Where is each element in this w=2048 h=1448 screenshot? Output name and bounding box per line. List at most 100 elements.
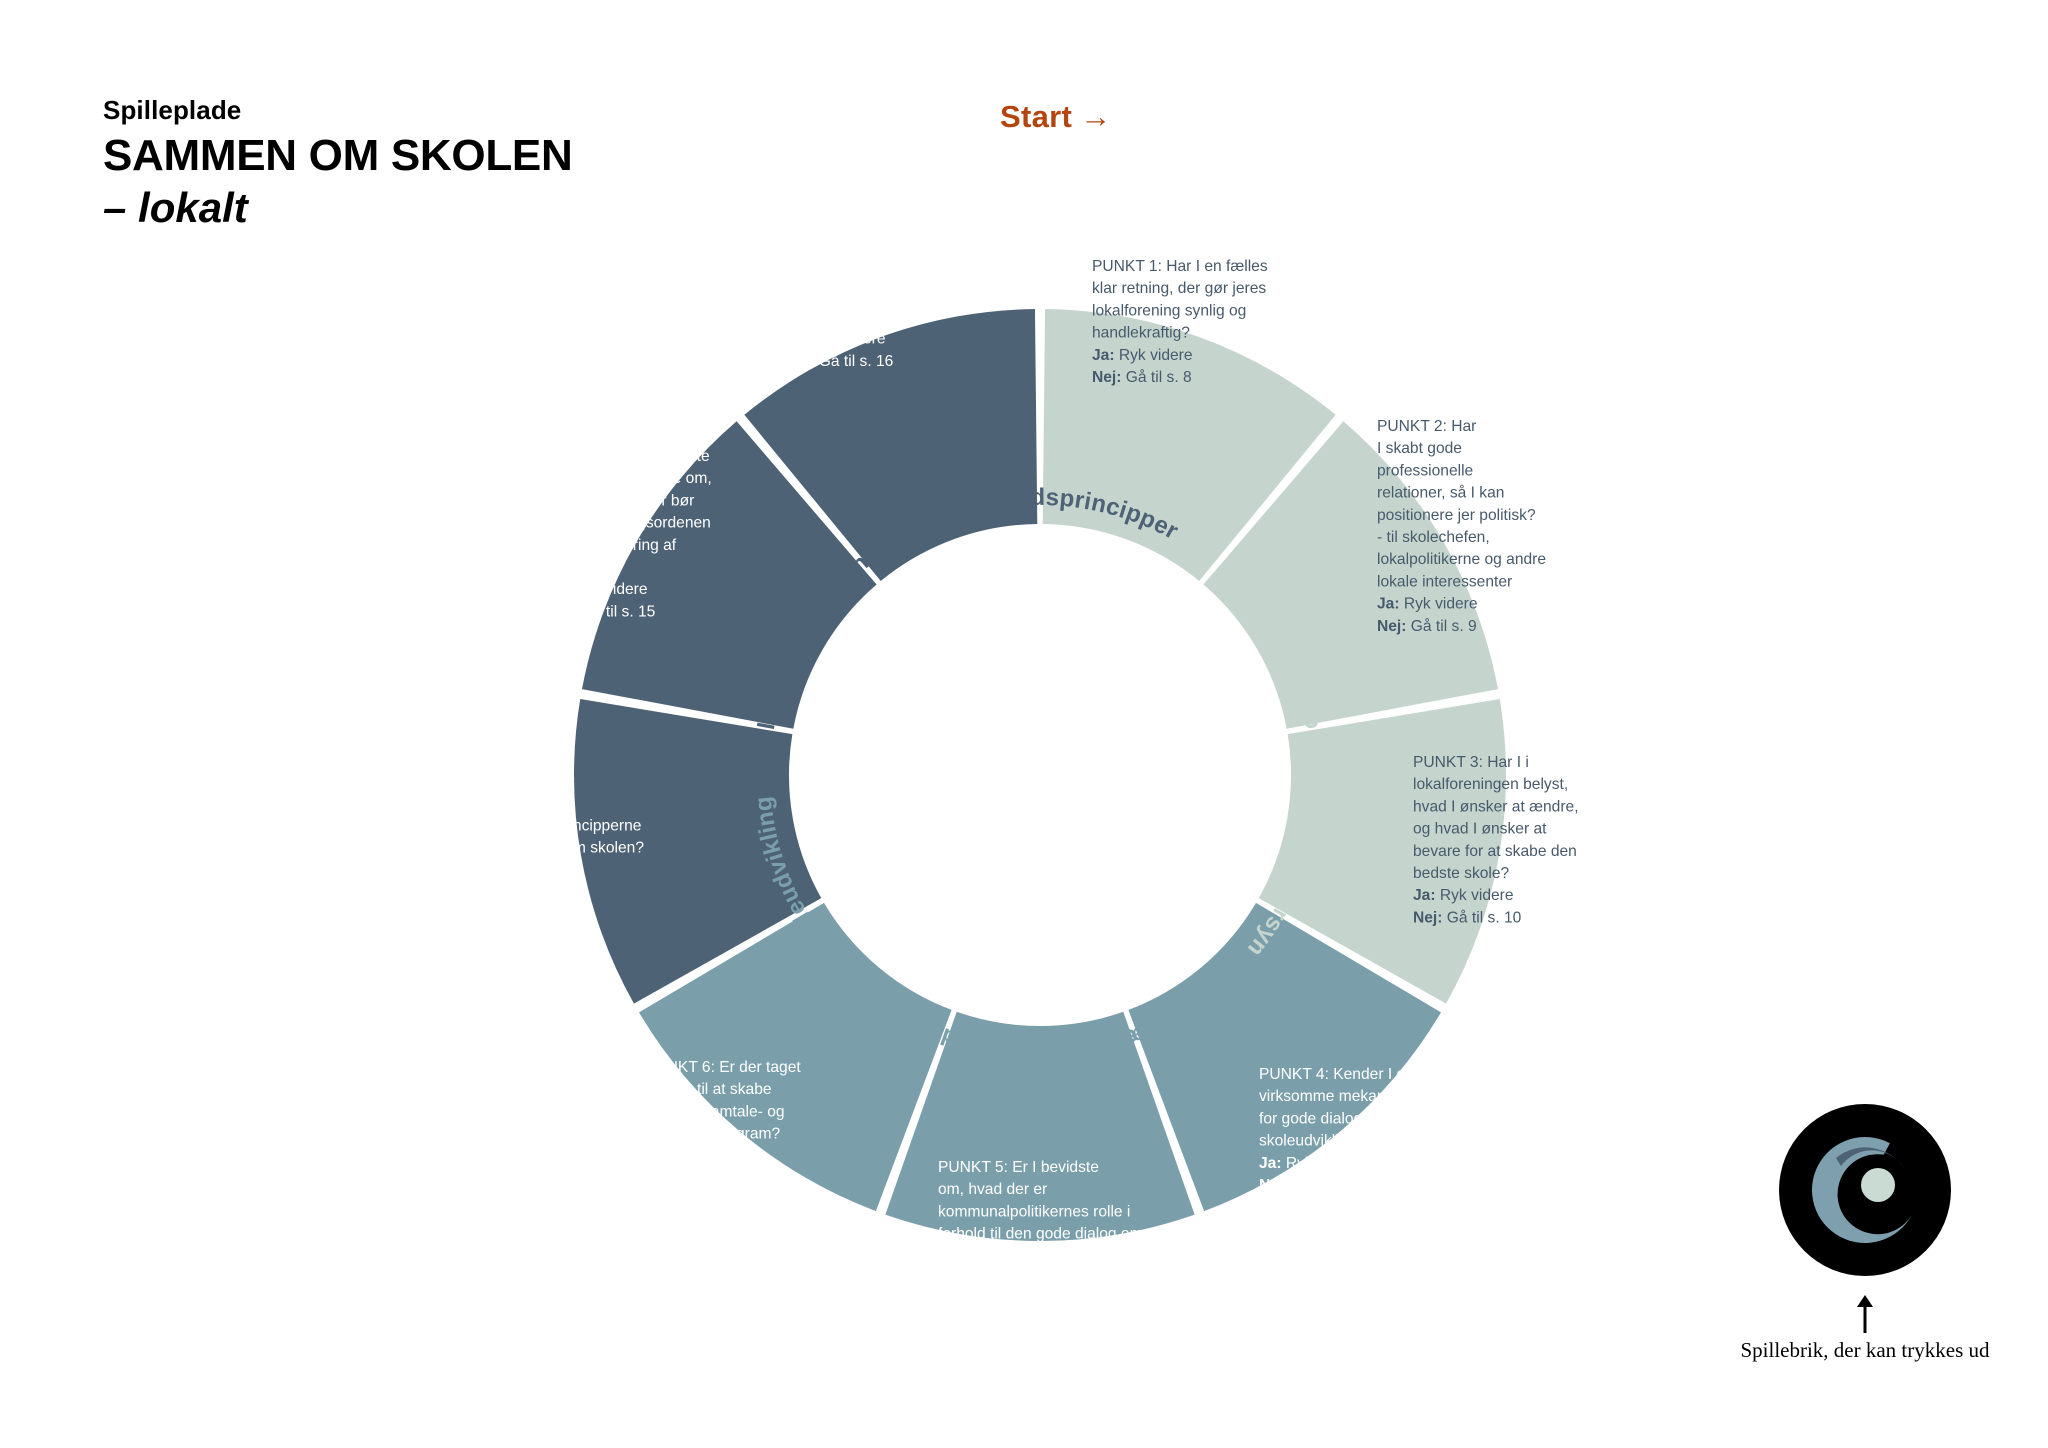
segment-text-punkt-8: PUNKT 8: Er I afstemte med medlemmerne om…: [547, 448, 712, 620]
wheel-segment-punkt-6[interactable]: [638, 902, 952, 1212]
wheel-segment-punkt-3[interactable]: [1258, 699, 1506, 1004]
segment-text-punkt-9: PUNKT 9: Har I sikret en god løbende dial…: [785, 264, 964, 370]
arrow-up-icon: [1857, 1295, 1873, 1333]
segment-yes-label: Ja:: [1413, 887, 1440, 904]
segment-question-line: relationer, så I kan: [1377, 484, 1504, 502]
segment-question-line: PUNKT 4: Kender I de seks: [1259, 1066, 1450, 1083]
wheel-segment-punkt-7[interactable]: [574, 699, 822, 1004]
segment-yes-label: Ja:: [475, 862, 502, 879]
segment-no-label: Nej:: [645, 1170, 679, 1187]
segment-yes-label: Ja:: [645, 1148, 672, 1165]
wheel-segment-punkt-9[interactable]: [744, 309, 1038, 581]
segment-question-line: - til skolechefen,: [1377, 529, 1490, 546]
segment-no-label: Nej:: [547, 603, 581, 620]
segment-no-label: Nej:: [1259, 1177, 1293, 1194]
segment-question-line: med medlemmerne om,: [547, 470, 712, 487]
segment-text-punkt-2: PUNKT 2: Har I skabt gode professionelle re…: [1377, 418, 1546, 635]
start-label-text: Start: [1000, 99, 1073, 134]
segment-question-line: skoleudvikling?: [938, 1248, 1044, 1265]
segment-text-punkt-4: PUNKT 4: Kender I de seks virksomme mekan…: [1259, 1066, 1450, 1194]
wheel-group-label-text: Giv lokalforeningen et eftersyn: [1242, 604, 1331, 962]
segment-question-line: sættes på dagsordenen: [547, 514, 711, 532]
segment-question-line: kommunalpolitikernes rolle i: [938, 1203, 1130, 1220]
segment-question-line: samarbejdsprincipperne: [475, 817, 641, 834]
segment-question-line: lokalforeningen belyst,: [1413, 776, 1568, 793]
segment-question-line: professionelle: [1377, 462, 1473, 479]
segment-yes-text: Ryk videre: [965, 1270, 1039, 1287]
segment-question-line: PUNKT 9: Har I sikret en: [785, 264, 956, 281]
wheel-group-label-teal: Vær forberedt på dialogen om skoleudvikl…: [750, 795, 1166, 1066]
segment-yes-text: Ryk videre: [502, 862, 576, 879]
wheel-group-label-text: Hold fast i intentioner og samarbejdspri…: [749, 484, 1182, 763]
segment-question-line: samt prioritering af: [547, 537, 677, 554]
segment-question-line: og hvad I ønsker at: [1413, 821, 1547, 838]
segment-question-line: positionere jer politisk?: [1377, 507, 1536, 524]
segment-question-line: bevare for at skabe den: [1413, 843, 1577, 860]
segment-question-line: fra Sammen om skolen?: [475, 840, 644, 857]
wheel-segments-layer: [574, 309, 1506, 1241]
page-subtitle: – lokalt: [103, 183, 248, 231]
segment-question-line: klar retning, der gør jeres: [1092, 280, 1266, 297]
segment-question-line: hvilke temaer der bør: [547, 492, 694, 509]
wheel-segment-punkt-1[interactable]: [1042, 309, 1336, 581]
wheel-group-label-navy: Hold fast i intentioner og samarbejdspri…: [749, 484, 1182, 763]
gamepiece-caption: Spillebrik, der kan trykkes ud: [1740, 1338, 1990, 1362]
segment-question-line: lokalpolitikerne og andre: [1377, 551, 1546, 568]
segment-question-line: for gode dialoger om: [1259, 1110, 1402, 1127]
wheel-segment-punkt-5[interactable]: [885, 1011, 1195, 1241]
segment-no-text: Gå til s. 9: [1411, 617, 1477, 635]
segment-question-line: I kendskab til: [475, 795, 566, 812]
segment-question-line: PUNKT 8: Er I afstemte: [547, 448, 710, 465]
segment-no-text: Gå til s. 14: [509, 883, 584, 901]
wheel-group-label-sage: Giv lokalforeningen et eftersyn: [1242, 604, 1331, 962]
segment-question-line: udviklingsprogram?: [645, 1126, 781, 1143]
segment-yes-text: Ryk videre: [1286, 1155, 1360, 1172]
segment-question-line: PUNKT 2: Har: [1377, 418, 1476, 435]
segment-no-label: Nej:: [475, 884, 509, 901]
wheel-segment-text-layer: PUNKT 1: Har I en fælles klar retning, de…: [475, 258, 1579, 1309]
segment-question-line: PUNKT 6: Er der taget: [645, 1059, 801, 1076]
wheel-segment-punkt-2[interactable]: [1203, 421, 1499, 729]
segment-yes-label: Ja:: [785, 331, 812, 348]
segment-question-line: lokale interessenter: [1377, 573, 1512, 590]
segment-question-line: hvad I ønsker at ændre,: [1413, 798, 1579, 815]
segment-no-label: Nej:: [1413, 909, 1447, 926]
segment-no-label: Nej:: [785, 353, 819, 370]
segment-yes-label: Ja:: [938, 1270, 965, 1287]
segment-yes-text: Ryk videre: [574, 581, 648, 598]
segment-question-line: PUNKT 7: Har: [475, 773, 574, 790]
segment-question-line: PUNKT 5: Er I bevidste: [938, 1159, 1099, 1176]
segment-yes-text: Ryk videre: [1119, 347, 1193, 364]
segment-question-line: PUNKT 1: Har I en fælles: [1092, 258, 1268, 275]
wheel-segment-punkt-4[interactable]: [1128, 902, 1442, 1212]
segment-text-punkt-7: PUNKT 7: Har I kendskab til samarbejdsprin…: [475, 773, 644, 901]
segment-question-line: initiativ til at skabe: [645, 1081, 772, 1098]
segment-question-line: et lokalt samtale- og: [645, 1103, 785, 1120]
segment-no-text: Gå til s. 10: [1447, 908, 1522, 926]
segment-yes-text: Ryk videre: [1440, 887, 1514, 904]
segment-question-line: om, hvad der er: [938, 1181, 1047, 1198]
segment-text-punkt-1: PUNKT 1: Har I en fælles klar retning, de…: [1092, 258, 1268, 386]
segment-question-line: god løbende dialogkultur i: [785, 286, 964, 303]
segment-question-line: lokalforening synlig og: [1092, 302, 1246, 319]
segment-no-label: Nej:: [1377, 618, 1411, 635]
start-marker: Start→: [1000, 99, 1111, 135]
segment-question-line: forhold til den gode dialog om: [938, 1226, 1143, 1243]
segment-no-text: Gå til s. 15: [581, 602, 656, 620]
segment-no-text: Gå til s. 8: [1126, 368, 1192, 386]
segment-yes-label: Ja:: [1259, 1155, 1286, 1172]
wheel-segment-punkt-8[interactable]: [581, 421, 877, 729]
segment-question-line: I skabt gode: [1377, 440, 1462, 457]
segment-question-line: skoleudvikling?: [1259, 1133, 1365, 1150]
segment-yes-text: Ryk videre: [672, 1148, 746, 1165]
segment-question-line: lokalforeningen?: [785, 308, 900, 325]
segment-question-line: virksomme mekanismer: [1259, 1088, 1424, 1105]
page-title: SAMMEN OM SKOLEN: [103, 131, 573, 181]
page-title-block: Spilleplade SAMMEN OM SKOLEN – lokalt: [103, 95, 743, 231]
segment-no-text: Gå til s. 11: [1293, 1176, 1366, 1194]
arrow-right-icon: →: [1080, 99, 1112, 134]
segment-question-line: PUNKT 3: Har I i: [1413, 754, 1529, 771]
segment-yes-label: Ja:: [547, 581, 574, 598]
segment-no-text: Gå til s. 13: [679, 1169, 754, 1187]
